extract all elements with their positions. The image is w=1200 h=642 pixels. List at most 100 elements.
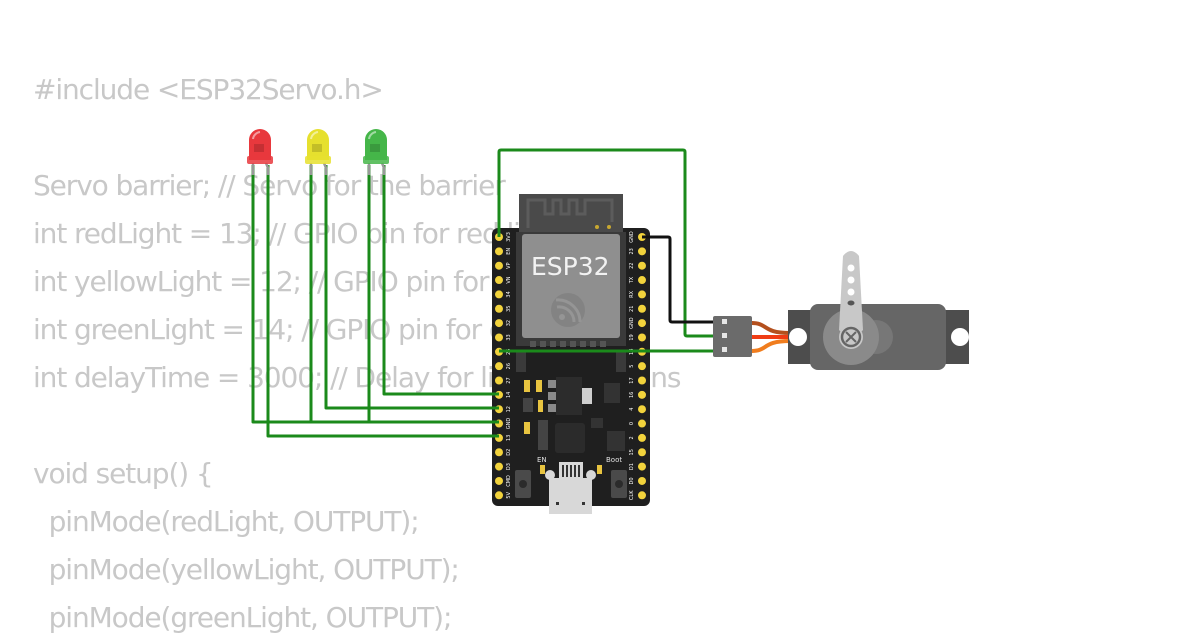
pin-label: 12: [506, 406, 512, 412]
pin-2[interactable]: 2: [629, 433, 646, 442]
pin-label: TX: [629, 276, 635, 284]
pin-label: CMD: [506, 475, 512, 487]
pin-0[interactable]: 0: [629, 419, 646, 428]
button-cap: [519, 480, 527, 488]
pin-27[interactable]: 27: [495, 376, 512, 385]
wire-green-led-anode[interactable]: [367, 165, 499, 424]
pin-label: 2: [629, 436, 635, 439]
smd-resistor: [538, 400, 543, 412]
code-line: #include <ESP32Servo.h>: [33, 73, 384, 106]
pin-vn[interactable]: VN: [495, 276, 512, 285]
pin-label: 27: [506, 377, 512, 383]
wire-servo-vcc[interactable]: [497, 148, 722, 338]
module-pads: [530, 341, 606, 347]
servo-connector: [713, 316, 752, 357]
pin-15[interactable]: 15: [629, 448, 646, 457]
led-yellow[interactable]: [305, 129, 331, 175]
led-red[interactable]: [247, 129, 273, 175]
antenna-pad: [595, 225, 599, 229]
wire-red-led-anode[interactable]: [251, 165, 499, 424]
pin-label: D3: [506, 463, 512, 470]
wire-yellow-led-anode[interactable]: [309, 165, 499, 424]
pin-d2[interactable]: D2: [495, 448, 512, 457]
pin-34[interactable]: 34: [495, 290, 512, 299]
pin-label: D0: [629, 477, 635, 484]
pin-21[interactable]: 21: [629, 304, 646, 313]
esp32-board[interactable]: ESP32 EN Boot: [492, 194, 650, 514]
pin-label: 32: [506, 320, 512, 326]
pin-23[interactable]: 23: [629, 247, 646, 256]
pin-label: 35: [506, 306, 512, 312]
wires: [251, 148, 722, 438]
micro-usb-port: [545, 462, 596, 514]
pin-en[interactable]: EN: [495, 247, 512, 256]
pin-d0[interactable]: D0: [629, 476, 646, 485]
pin-d1[interactable]: D1: [629, 462, 646, 471]
pin-label: 4: [629, 408, 635, 411]
smd-component: [591, 418, 603, 428]
pin-label: 3V3: [506, 232, 512, 242]
pin-4[interactable]: 4: [629, 405, 646, 414]
servo-motor[interactable]: [713, 251, 969, 370]
code-line: Servo barrier; // Servo for the barrier: [33, 169, 506, 202]
pin-label: D2: [506, 449, 512, 456]
wire-red-led-cathode[interactable]: [266, 165, 499, 438]
pin-label: VN: [506, 276, 512, 283]
pin-tx[interactable]: TX: [629, 276, 646, 284]
pin-19[interactable]: 19: [629, 333, 646, 342]
pin-5[interactable]: 5: [629, 362, 646, 371]
wire-servo-gnd[interactable]: [642, 235, 722, 324]
pin-gnd[interactable]: GND: [629, 317, 646, 329]
antenna-trace-icon: [526, 198, 614, 228]
en-button-label: EN: [537, 456, 547, 464]
servo-horn[interactable]: [839, 251, 863, 349]
code-line: pinMode(redLight, OUTPUT);: [33, 505, 420, 538]
pin-label: D1: [629, 463, 635, 470]
pin-rx[interactable]: RX: [629, 290, 646, 299]
pin-label: RX: [629, 290, 635, 297]
pin-16[interactable]: 16: [629, 390, 646, 399]
pin-32[interactable]: 32: [495, 319, 512, 328]
pin-label: 26: [506, 363, 512, 369]
pin-label: 19: [629, 334, 635, 340]
pin-5v[interactable]: 5V: [495, 491, 512, 500]
wire-yellow-led-cathode[interactable]: [324, 165, 499, 410]
left-pin-header: 3V3ENVPVN343532332526271412GND13D2D3CMD5…: [495, 232, 512, 500]
led-group: [247, 129, 389, 175]
code-line: pinMode(yellowLight, OUTPUT);: [33, 553, 460, 586]
pin-35[interactable]: 35: [495, 304, 512, 313]
led-green[interactable]: [363, 129, 389, 175]
pin-label: 15: [629, 449, 635, 455]
pin-33[interactable]: 33: [495, 333, 512, 342]
smd-pad: [548, 392, 556, 400]
pin-label: 23: [629, 248, 635, 254]
pin-label: CLK: [629, 490, 635, 500]
espressif-logo-icon: [551, 293, 585, 327]
voltage-regulator: [556, 377, 582, 415]
pin-label: 5V: [506, 491, 512, 498]
pin-label: 14: [506, 392, 512, 398]
pin-vp[interactable]: VP: [495, 261, 512, 270]
pin-22[interactable]: 22: [629, 261, 646, 270]
smd-pad: [548, 404, 556, 412]
smd-resistor: [524, 380, 530, 392]
boot-button-label: Boot: [606, 456, 622, 464]
pin-label: 21: [629, 306, 635, 312]
wire-green-led-cathode[interactable]: [382, 165, 499, 396]
button-cap: [615, 480, 623, 488]
pin-cmd[interactable]: CMD: [495, 475, 512, 487]
pin-label: GND: [506, 418, 512, 430]
pin-d3[interactable]: D3: [495, 462, 512, 471]
pin-26[interactable]: 26: [495, 362, 512, 371]
pin-label: 0: [629, 422, 635, 425]
pin-label: 33: [506, 334, 512, 340]
pin-clk[interactable]: CLK: [629, 490, 646, 500]
led-indicator: [597, 465, 602, 474]
pin-17[interactable]: 17: [629, 376, 646, 385]
smd-resistor: [536, 380, 542, 392]
pin-label: 13: [506, 435, 512, 441]
smd-pad: [548, 380, 556, 388]
module-pad: [616, 350, 626, 372]
